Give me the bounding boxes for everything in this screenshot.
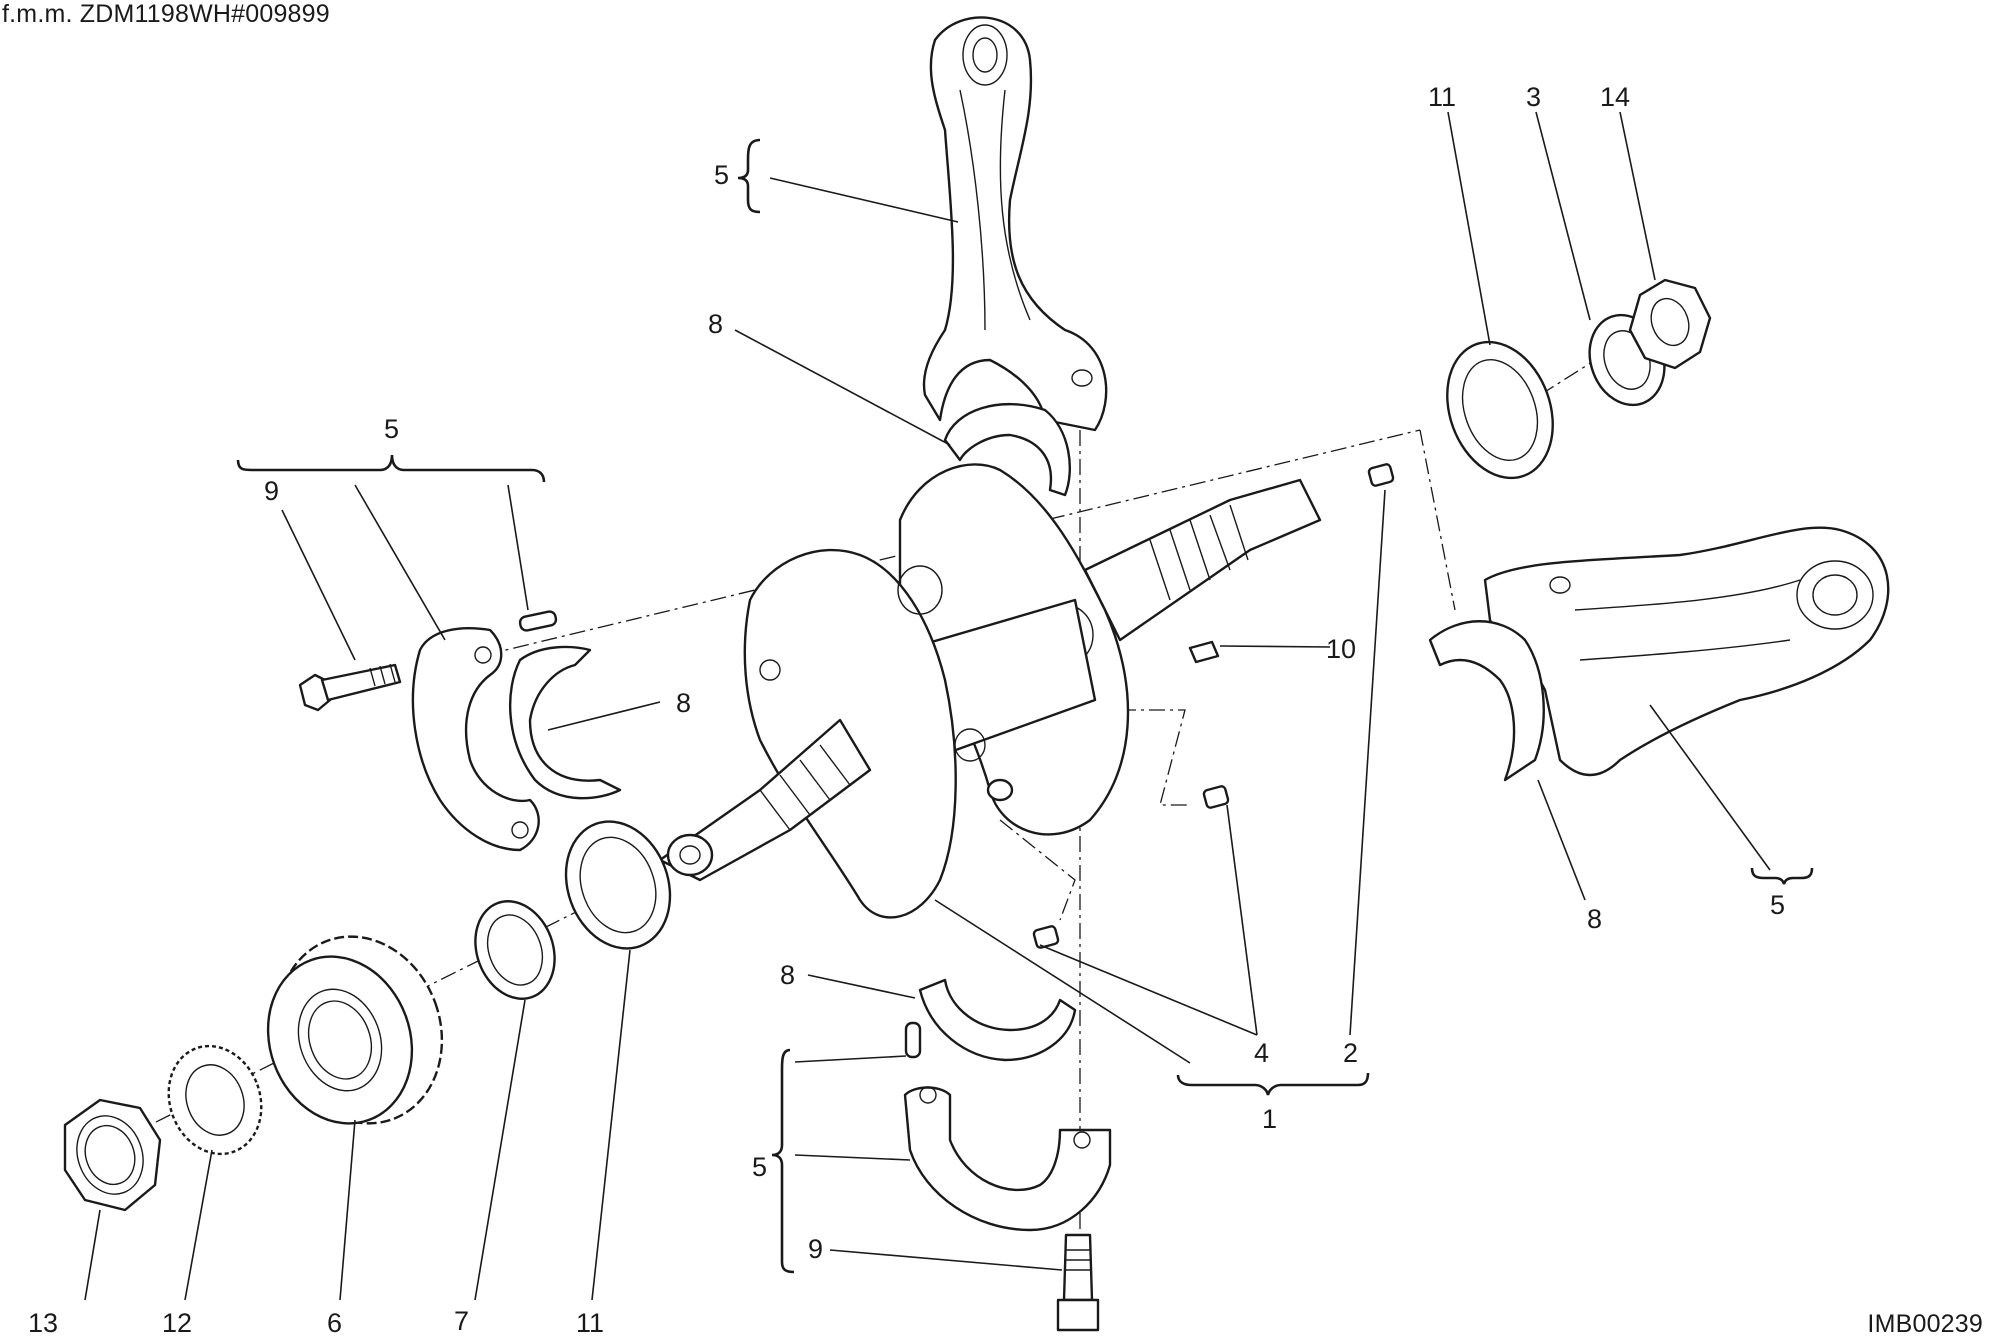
callout-8-right: 8 — [1587, 904, 1602, 934]
callout-3: 3 — [1526, 82, 1541, 112]
crankshaft-icon — [658, 463, 1322, 919]
connecting-rod-right-icon — [1483, 526, 1890, 777]
ring-nut-icon — [63, 1098, 162, 1212]
shim-washer-icon — [474, 900, 556, 1000]
callout-11-top: 11 — [1428, 82, 1456, 112]
rod-cap-bottom-icon — [903, 1086, 1112, 1232]
callout-8-top: 8 — [708, 309, 723, 339]
image-code-label: IMB00239 — [1867, 1310, 1983, 1338]
callout-10: 10 — [1326, 634, 1356, 664]
braces — [236, 138, 1814, 1274]
callouts: 5 8 11 3 14 5 9 8 10 8 5 8 5 9 4 2 1 13 … — [28, 82, 1785, 1338]
callout-7: 7 — [454, 1306, 469, 1336]
thrust-washer-right-icon — [1446, 340, 1554, 480]
nut-right-icon — [1628, 278, 1712, 370]
callout-8-left: 8 — [676, 688, 691, 718]
bearing-shell-top-icon — [943, 402, 1072, 497]
lock-washer-icon — [167, 1044, 263, 1156]
dowel-pin-bottom-icon — [904, 1021, 922, 1059]
plug-2-icon — [1202, 785, 1230, 809]
gear-icon — [266, 935, 444, 1125]
callout-11-bottom: 11 — [576, 1308, 604, 1338]
callout-13: 13 — [28, 1308, 58, 1338]
callout-5-left: 5 — [384, 414, 399, 444]
bolt-bottom-icon — [1056, 1233, 1100, 1332]
plug-icon — [1367, 463, 1395, 487]
bearing-shell-right-icon — [1428, 620, 1545, 782]
key-icon — [1188, 640, 1220, 664]
callout-1: 1 — [1262, 1104, 1277, 1134]
callout-6: 6 — [327, 1308, 342, 1338]
rod-cap-left-icon — [411, 627, 540, 852]
callout-2: 2 — [1343, 1038, 1358, 1068]
bearing-shell-bottom-icon — [918, 978, 1077, 1062]
callout-5-bottom: 5 — [752, 1152, 767, 1182]
callout-9-bottom: 9 — [808, 1234, 823, 1264]
callout-4: 4 — [1254, 1038, 1269, 1068]
callout-9-left: 9 — [264, 476, 279, 506]
callout-14: 14 — [1600, 82, 1630, 112]
leader-lines — [84, 111, 1771, 1301]
callout-5-top: 5 — [714, 160, 729, 190]
bolt-left-icon — [298, 663, 402, 712]
frame-number-label: f.m.m. ZDM1198WH#009899 — [2, 0, 330, 28]
thrust-washer-left-icon — [564, 820, 672, 950]
bearing-shell-left-icon — [508, 645, 622, 800]
callout-8-bottom: 8 — [780, 960, 795, 990]
callout-12: 12 — [162, 1308, 192, 1338]
dowel-pin-left-icon — [518, 610, 558, 632]
plug-3-icon — [1032, 925, 1060, 949]
connecting-rod-top-icon — [922, 16, 1108, 432]
callout-5-right: 5 — [1770, 890, 1785, 920]
